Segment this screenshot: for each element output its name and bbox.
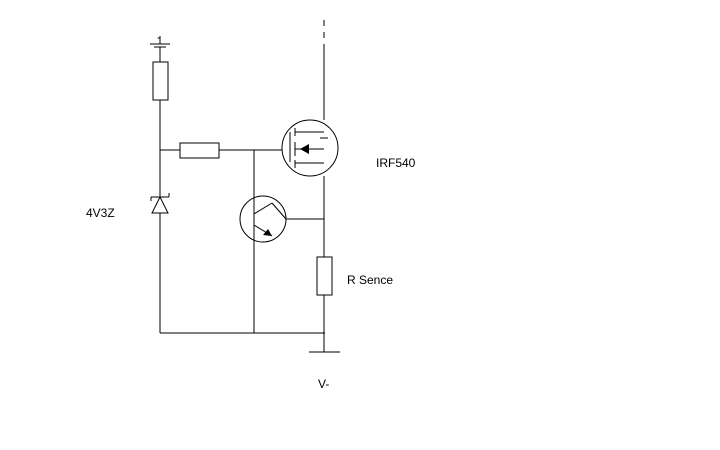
negative-rail-label: V- — [318, 377, 329, 391]
mosfet-label: IRF540 — [376, 156, 416, 170]
zener-label: 4V3Z — [86, 206, 115, 220]
top-ground-icon: - — [150, 30, 170, 48]
top-ground-label: - — [157, 30, 161, 44]
gate-resistor-icon — [179, 142, 220, 159]
npn-collector-wire — [271, 202, 287, 220]
zener-diode-icon — [150, 193, 170, 214]
sense-resistor-icon — [316, 256, 333, 296]
sense-resistor-label: R Sence — [347, 273, 393, 287]
npn-transistor-icon — [239, 195, 287, 243]
top-resistor-icon — [152, 61, 169, 101]
mosfet-icon — [281, 119, 339, 177]
